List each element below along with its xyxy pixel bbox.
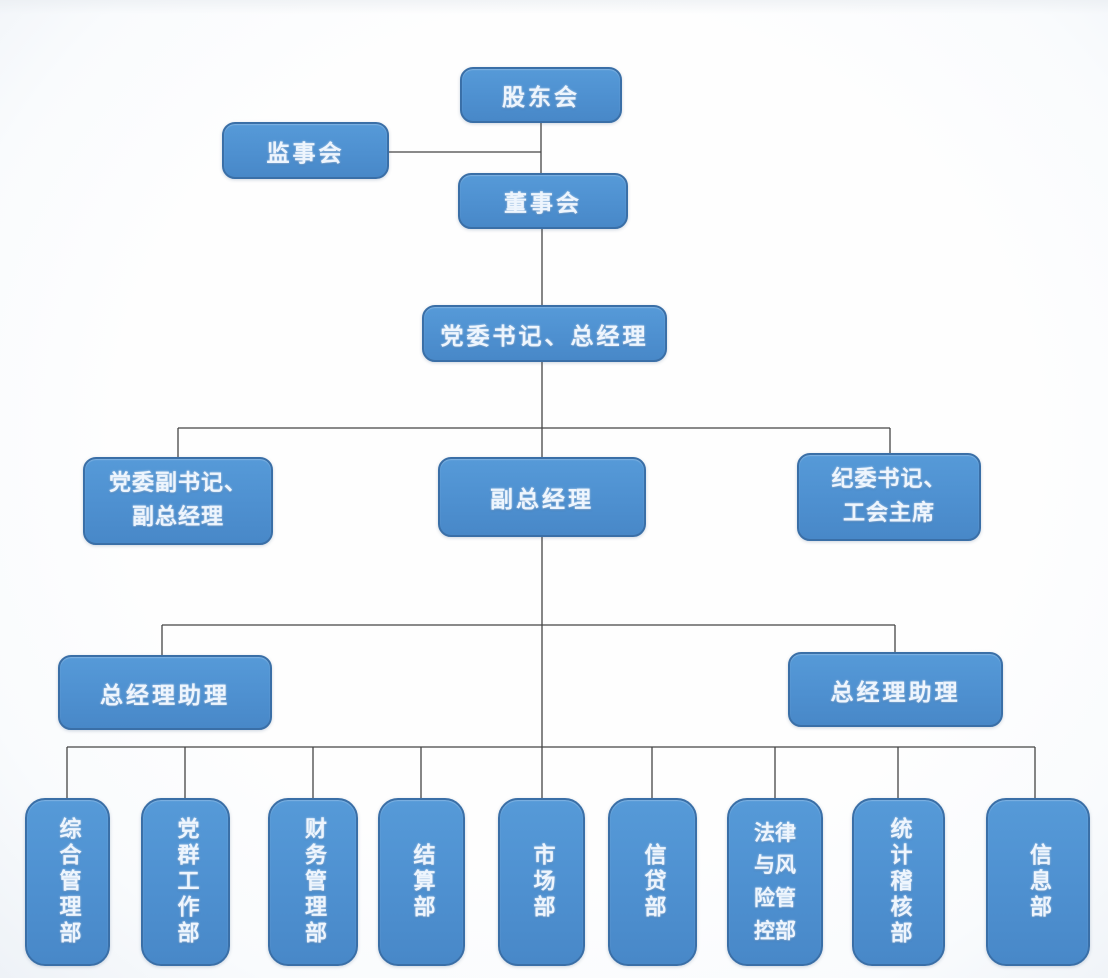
node-label: 市场部 [529, 843, 555, 921]
node-dept-marketing: 市场部 [498, 798, 585, 966]
node-label: 监事会 [266, 140, 345, 167]
node-label: 党委书记、总经理 [440, 323, 649, 350]
node-supervisory-board: 监事会 [222, 122, 389, 179]
node-label-line1: 纪委书记、 [831, 466, 947, 492]
node-dept-general-management: 综合管理部 [25, 798, 110, 966]
node-label: 董事会 [504, 191, 582, 217]
node-label: 综合管理部 [55, 817, 81, 947]
node-label-line1: 党委副书记、 [108, 470, 247, 496]
node-dept-party-mass-work: 党群工作部 [141, 798, 230, 966]
node-dept-legal-risk-control: 法律与风险管控部 [727, 798, 823, 966]
node-label-line2: 工会主席 [842, 501, 935, 526]
node-board-of-directors: 董事会 [458, 173, 628, 229]
node-label: 法律与风险管控部 [754, 820, 796, 943]
node-label: 信贷部 [640, 843, 666, 921]
node-label: 财务管理部 [301, 817, 326, 947]
node-dept-settlement: 结算部 [378, 798, 465, 966]
node-label-line2: 副总经理 [131, 505, 224, 530]
node-party-secretary-general-manager: 党委书记、总经理 [422, 305, 667, 362]
node-label: 纪委书记、 工会主席 [831, 463, 946, 531]
node-dept-credit: 信贷部 [608, 798, 697, 966]
node-deputy-general-manager: 副总经理 [438, 457, 646, 537]
node-dept-information: 信息部 [986, 798, 1090, 966]
node-label: 结算部 [409, 843, 435, 921]
node-label: 总经理助理 [100, 682, 230, 709]
node-deputy-party-secretary-deputy-gm: 党委副书记、 副总经理 [83, 457, 273, 545]
node-label: 副总经理 [490, 487, 594, 513]
node-label: 信息部 [1026, 843, 1051, 921]
node-shareholders-meeting: 股东会 [460, 67, 622, 123]
node-dept-financial-management: 财务管理部 [268, 798, 358, 966]
node-label: 党委副书记、 副总经理 [109, 467, 247, 535]
node-label: 股东会 [502, 85, 580, 111]
node-label: 统计稽核部 [886, 817, 912, 947]
node-discipline-secretary-union-chairman: 纪委书记、 工会主席 [797, 453, 981, 541]
node-gm-assistant-left: 总经理助理 [58, 655, 272, 730]
node-gm-assistant-right: 总经理助理 [788, 652, 1003, 727]
node-label: 党群工作部 [173, 817, 199, 947]
node-dept-statistics-audit: 统计稽核部 [852, 798, 945, 966]
node-label: 总经理助理 [830, 679, 961, 706]
